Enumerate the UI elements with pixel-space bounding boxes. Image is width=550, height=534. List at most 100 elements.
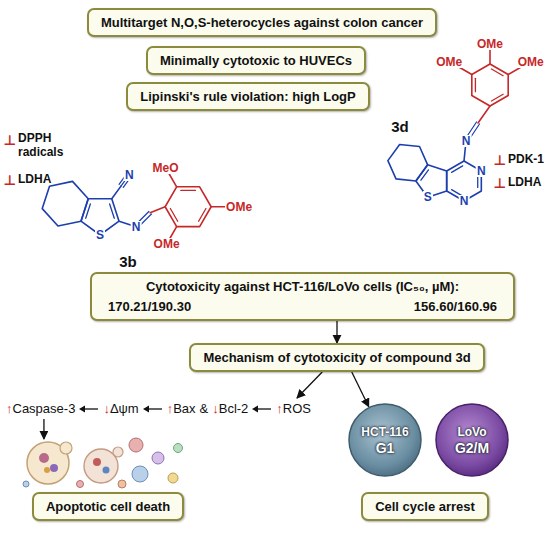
change-arrow: ↑ bbox=[167, 401, 174, 416]
atom-label: OMe bbox=[476, 38, 504, 50]
bond-line bbox=[491, 94, 503, 101]
box-text: Multitarget N,O,S-heterocycles against c… bbox=[101, 14, 423, 31]
inhibition-symbol: ⊥ bbox=[4, 173, 17, 187]
cell-disc bbox=[349, 404, 421, 476]
pointer-arrow bbox=[43, 419, 44, 439]
chain-arrow-head bbox=[79, 405, 85, 412]
atom-label: N bbox=[476, 165, 487, 177]
change-arrow: ↑ bbox=[276, 401, 283, 416]
atom-label: MeO bbox=[152, 162, 180, 174]
apoptotic-body bbox=[23, 481, 29, 487]
chain-arrow-head bbox=[143, 405, 149, 412]
pathway-step: ↑ROS bbox=[276, 401, 311, 416]
pathway-step: ↑Bax&↓Bcl-2 bbox=[167, 401, 249, 416]
molecule-3b bbox=[42, 168, 239, 244]
box-text: Cell cycle arrest bbox=[375, 498, 475, 515]
bond-line bbox=[181, 190, 196, 191]
panel-heading: Cytotoxicity against HCT-116/LoVo cells … bbox=[104, 278, 501, 295]
cell-line-circle: LoVoG2/M bbox=[435, 403, 509, 477]
process-box: Lipinski's rule violation: high LogP bbox=[126, 82, 369, 111]
pathway-term: Bax bbox=[173, 401, 195, 416]
target-note: LDHA bbox=[18, 173, 51, 185]
pathway-term: ROS bbox=[283, 401, 311, 416]
atom-label: OMe bbox=[225, 201, 253, 213]
compound-number: 3b bbox=[119, 254, 137, 269]
nucleus-fragment bbox=[50, 464, 58, 472]
cell-line-circle: HCT-116G1 bbox=[348, 403, 422, 477]
chain-arrow-shaft bbox=[147, 408, 162, 409]
nucleus-fragment bbox=[44, 467, 50, 473]
ring-outline bbox=[165, 187, 211, 227]
chain-arrow bbox=[251, 404, 273, 414]
pathway-term: Δψm bbox=[110, 401, 139, 416]
value-row: 170.21/190.30 156.60/160.96 bbox=[104, 295, 501, 315]
bond-line bbox=[150, 207, 165, 213]
pathway-term: Bcl-2 bbox=[219, 401, 249, 416]
process-box: Cell cycle arrest bbox=[361, 492, 489, 521]
ring-outline bbox=[388, 144, 428, 181]
chain-arrow-head bbox=[252, 405, 258, 412]
box-text: Apoptotic cell death bbox=[46, 498, 170, 515]
box-text: Mechanism of cytotoxicity of compound 3d bbox=[203, 349, 470, 366]
flow-arrow bbox=[336, 321, 337, 343]
compound-number: 3d bbox=[391, 119, 409, 134]
target-note: LDHA bbox=[508, 176, 541, 188]
atom-label: N bbox=[124, 169, 135, 181]
nucleus-fragment bbox=[103, 467, 110, 474]
inhibition-symbol: ⊥ bbox=[494, 176, 507, 190]
bond-line bbox=[123, 180, 128, 187]
ic50-value: 156.60/160.96 bbox=[414, 298, 497, 315]
atom-label: S bbox=[423, 191, 433, 203]
cell-disc bbox=[436, 404, 508, 476]
atom-label: N bbox=[461, 135, 472, 147]
target-note: PDK-1 bbox=[508, 153, 544, 165]
atom-label: N bbox=[459, 195, 470, 207]
bond-line bbox=[199, 209, 206, 222]
atom-label: OMe bbox=[517, 56, 545, 68]
atom-label: N bbox=[131, 221, 142, 233]
process-box: Minimally cytotoxic to HUVECs bbox=[146, 46, 366, 75]
bond-line bbox=[478, 106, 490, 123]
bond-line bbox=[170, 209, 177, 222]
apoptotic-body bbox=[118, 480, 126, 488]
result-panel: Cytotoxicity against HCT-116/LoVo cells … bbox=[90, 272, 515, 321]
inhibition-symbol: ⊥ bbox=[494, 153, 507, 167]
atom-label: OMe bbox=[153, 238, 181, 250]
target-note: DPPH radicals bbox=[18, 131, 74, 160]
nucleus-fragment bbox=[39, 453, 49, 463]
box-text: Minimally cytotoxic to HUVECs bbox=[160, 52, 352, 69]
chain-arrow-shaft bbox=[256, 408, 271, 409]
nucleus-fragment bbox=[93, 458, 101, 466]
process-box: Mechanism of cytotoxicity of compound 3d bbox=[189, 343, 484, 372]
pathway-chain: ↑Caspase-3↓Δψm↑Bax&↓Bcl-2↑ROS bbox=[6, 401, 311, 416]
apoptotic-body bbox=[152, 452, 164, 464]
pathway-term: Caspase-3 bbox=[13, 401, 76, 416]
chain-arrow-shaft bbox=[83, 408, 98, 409]
pathway-term: & bbox=[200, 401, 209, 416]
chain-arrow bbox=[78, 404, 100, 414]
ring-outline bbox=[472, 64, 508, 106]
cell-line-name: HCT-116 bbox=[361, 424, 408, 440]
chain-arrow bbox=[142, 404, 164, 414]
apoptotic-body bbox=[77, 481, 84, 488]
ring-outline bbox=[42, 181, 88, 226]
atom-label: S bbox=[95, 229, 105, 241]
inhibition-symbol: ⊥ bbox=[4, 133, 17, 147]
process-box: Apoptotic cell death bbox=[32, 492, 184, 521]
flow-arrow bbox=[352, 372, 369, 407]
apoptotic-body bbox=[129, 438, 143, 452]
bond-line bbox=[452, 166, 463, 172]
bond-line bbox=[86, 204, 91, 218]
bleb bbox=[60, 442, 72, 454]
change-arrow: ↑ bbox=[6, 401, 13, 416]
arrest-phase: G1 bbox=[376, 440, 395, 456]
apoptotic-body bbox=[132, 466, 148, 482]
cell-text: HCT-116G1 bbox=[348, 403, 422, 477]
apoptotic-body bbox=[174, 444, 183, 453]
cell-line-name: LoVo bbox=[457, 424, 486, 440]
bond-line bbox=[491, 69, 503, 76]
bond-line bbox=[112, 186, 121, 199]
arrest-phase: G2/M bbox=[455, 440, 489, 456]
pointer-arrow bbox=[297, 372, 322, 398]
ic50-value: 170.21/190.30 bbox=[108, 298, 191, 315]
